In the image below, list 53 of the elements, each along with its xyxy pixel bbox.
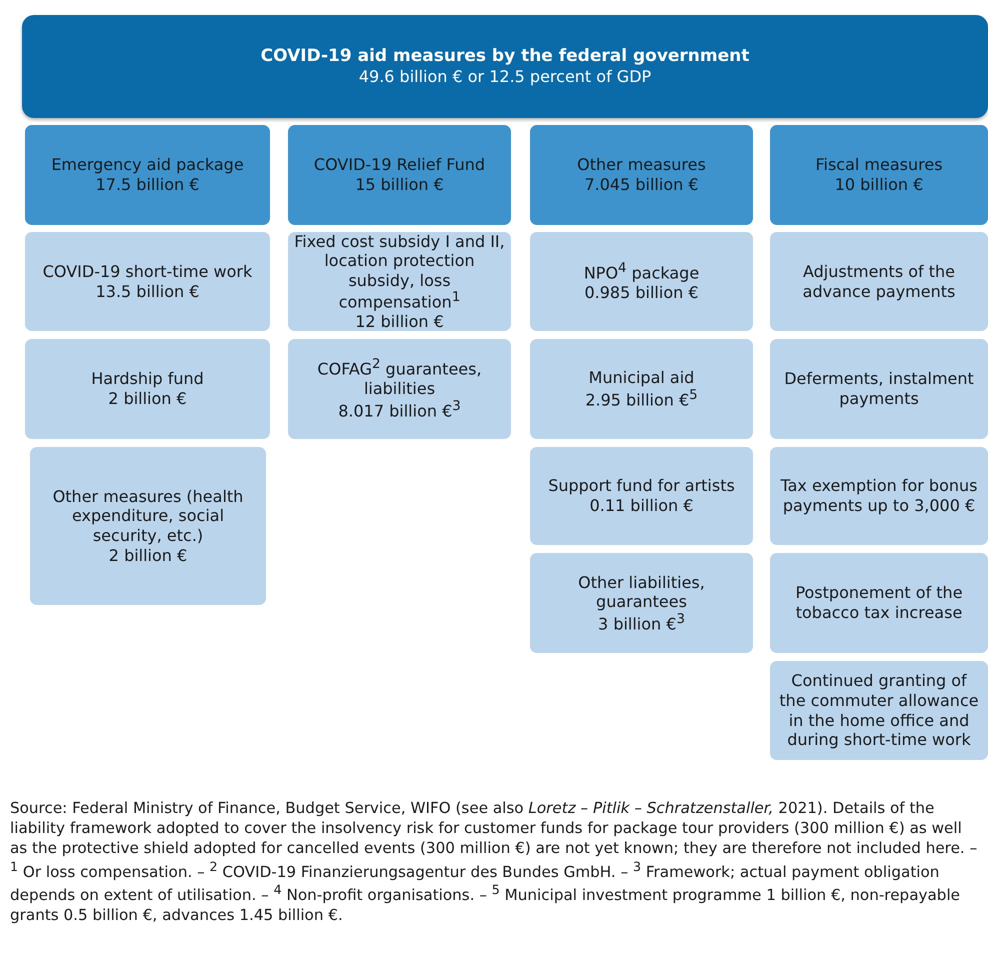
- measure-box: [25, 232, 270, 331]
- node-title: NPO$^{4}$ package: [584, 260, 700, 283]
- amount-text: 10 billion €: [834, 175, 924, 195]
- measure-box: [530, 232, 753, 331]
- node-title: COVID-19 Relief Fund: [314, 155, 486, 175]
- node-title: Support fund for artists: [548, 476, 735, 496]
- node-title: Emergency aid package: [51, 155, 244, 175]
- measure-box: [770, 661, 988, 760]
- measure-box: [770, 553, 988, 653]
- measure-box: [530, 339, 753, 439]
- measure-box: [25, 339, 270, 439]
- measure-box: [530, 553, 753, 653]
- title-banner: [22, 15, 988, 118]
- node-title: Other measures (health expenditure, social security, etc.): [52, 486, 244, 546]
- category-box: [25, 125, 270, 225]
- node-title: Municipal aid: [588, 368, 694, 388]
- amount-text: 13.5 billion €: [96, 282, 200, 302]
- amount-text: 17.5 billion €: [96, 175, 200, 195]
- node-title: Hardship fund: [91, 369, 204, 389]
- measure-box: [30, 447, 266, 605]
- node-title: Other liabilities, guarantees: [577, 572, 706, 612]
- node-title: Adjustments of the advance payments: [802, 262, 956, 302]
- category-box: [288, 125, 511, 225]
- amount-text: 2 billion €: [108, 389, 187, 409]
- amount-text: 2.95 billion €$^{5}$: [585, 388, 698, 410]
- source-note: Source: Federal Ministry of Finance, Budget Service, WIFO (see also Loretz – Pitlik – Schratzenstaller, 2021). Details of the liability framework adopted to cover the insolvency risk for customer funds for package tour providers (300 million €) as well as the protective shield adopted for cancelled events (300 million €) are not yet known; they are therefore not included here. – $^{1}$ Or loss compensation. – $^{2}$ COVID-19 Finanzierungsagentur des Bundes GmbH. – $^{3}$ Framework; actual payment obligation depends on extent of utilisation. – $^{4}$ Non-profit organisations. – $^{5}$ Municipal investment programme 1 billion €, non-repayable grants 0.5 billion €, advances 1.45 billion €.: [10, 798, 978, 926]
- amount-text: 3 billion €$^{3}$: [598, 612, 685, 634]
- node-title: Other measures: [577, 155, 706, 175]
- node-title: COFAG$^{2}$ guarantees, liabilities: [316, 357, 483, 399]
- node-title: COVID-19 short-time work: [42, 262, 252, 282]
- node-title: Deferments, instalment payments: [783, 369, 975, 409]
- amount-text: 15 billion €: [355, 175, 444, 195]
- node-title: Fiscal measures: [815, 155, 943, 175]
- measure-box: [770, 339, 988, 439]
- amount-text: 8.017 billion €$^{3}$: [338, 398, 461, 421]
- node-title: Continued granting of the commuter allowance in the home office and during short-time work: [778, 671, 980, 750]
- amount-text: 0.985 billion €: [584, 282, 699, 302]
- amount-text: 49.6 billion € or 12.5 percent of GDP: [358, 67, 652, 87]
- amount-text: 7.045 billion €: [584, 175, 699, 195]
- amount-text: 12 billion €: [355, 312, 444, 332]
- node-title: COVID-19 aid measures by the federal government: [260, 46, 750, 68]
- measure-box: [770, 232, 988, 331]
- amount-text: 2 billion €: [108, 546, 188, 566]
- measure-box: [288, 232, 511, 331]
- category-box: [530, 125, 753, 225]
- node-title: Tax exemption for bonus payments up to 3,000 €: [780, 476, 978, 516]
- measure-box: [530, 447, 753, 545]
- measure-box: [770, 447, 988, 545]
- measure-box: [288, 339, 511, 439]
- node-title: Fixed cost subsidy I and II, location protection subsidy, loss compensation$^{1}$: [294, 232, 505, 312]
- node-title: Postponement of the tobacco tax increase: [794, 583, 964, 623]
- amount-text: 0.11 billion €: [590, 496, 694, 516]
- category-box: [770, 125, 988, 225]
